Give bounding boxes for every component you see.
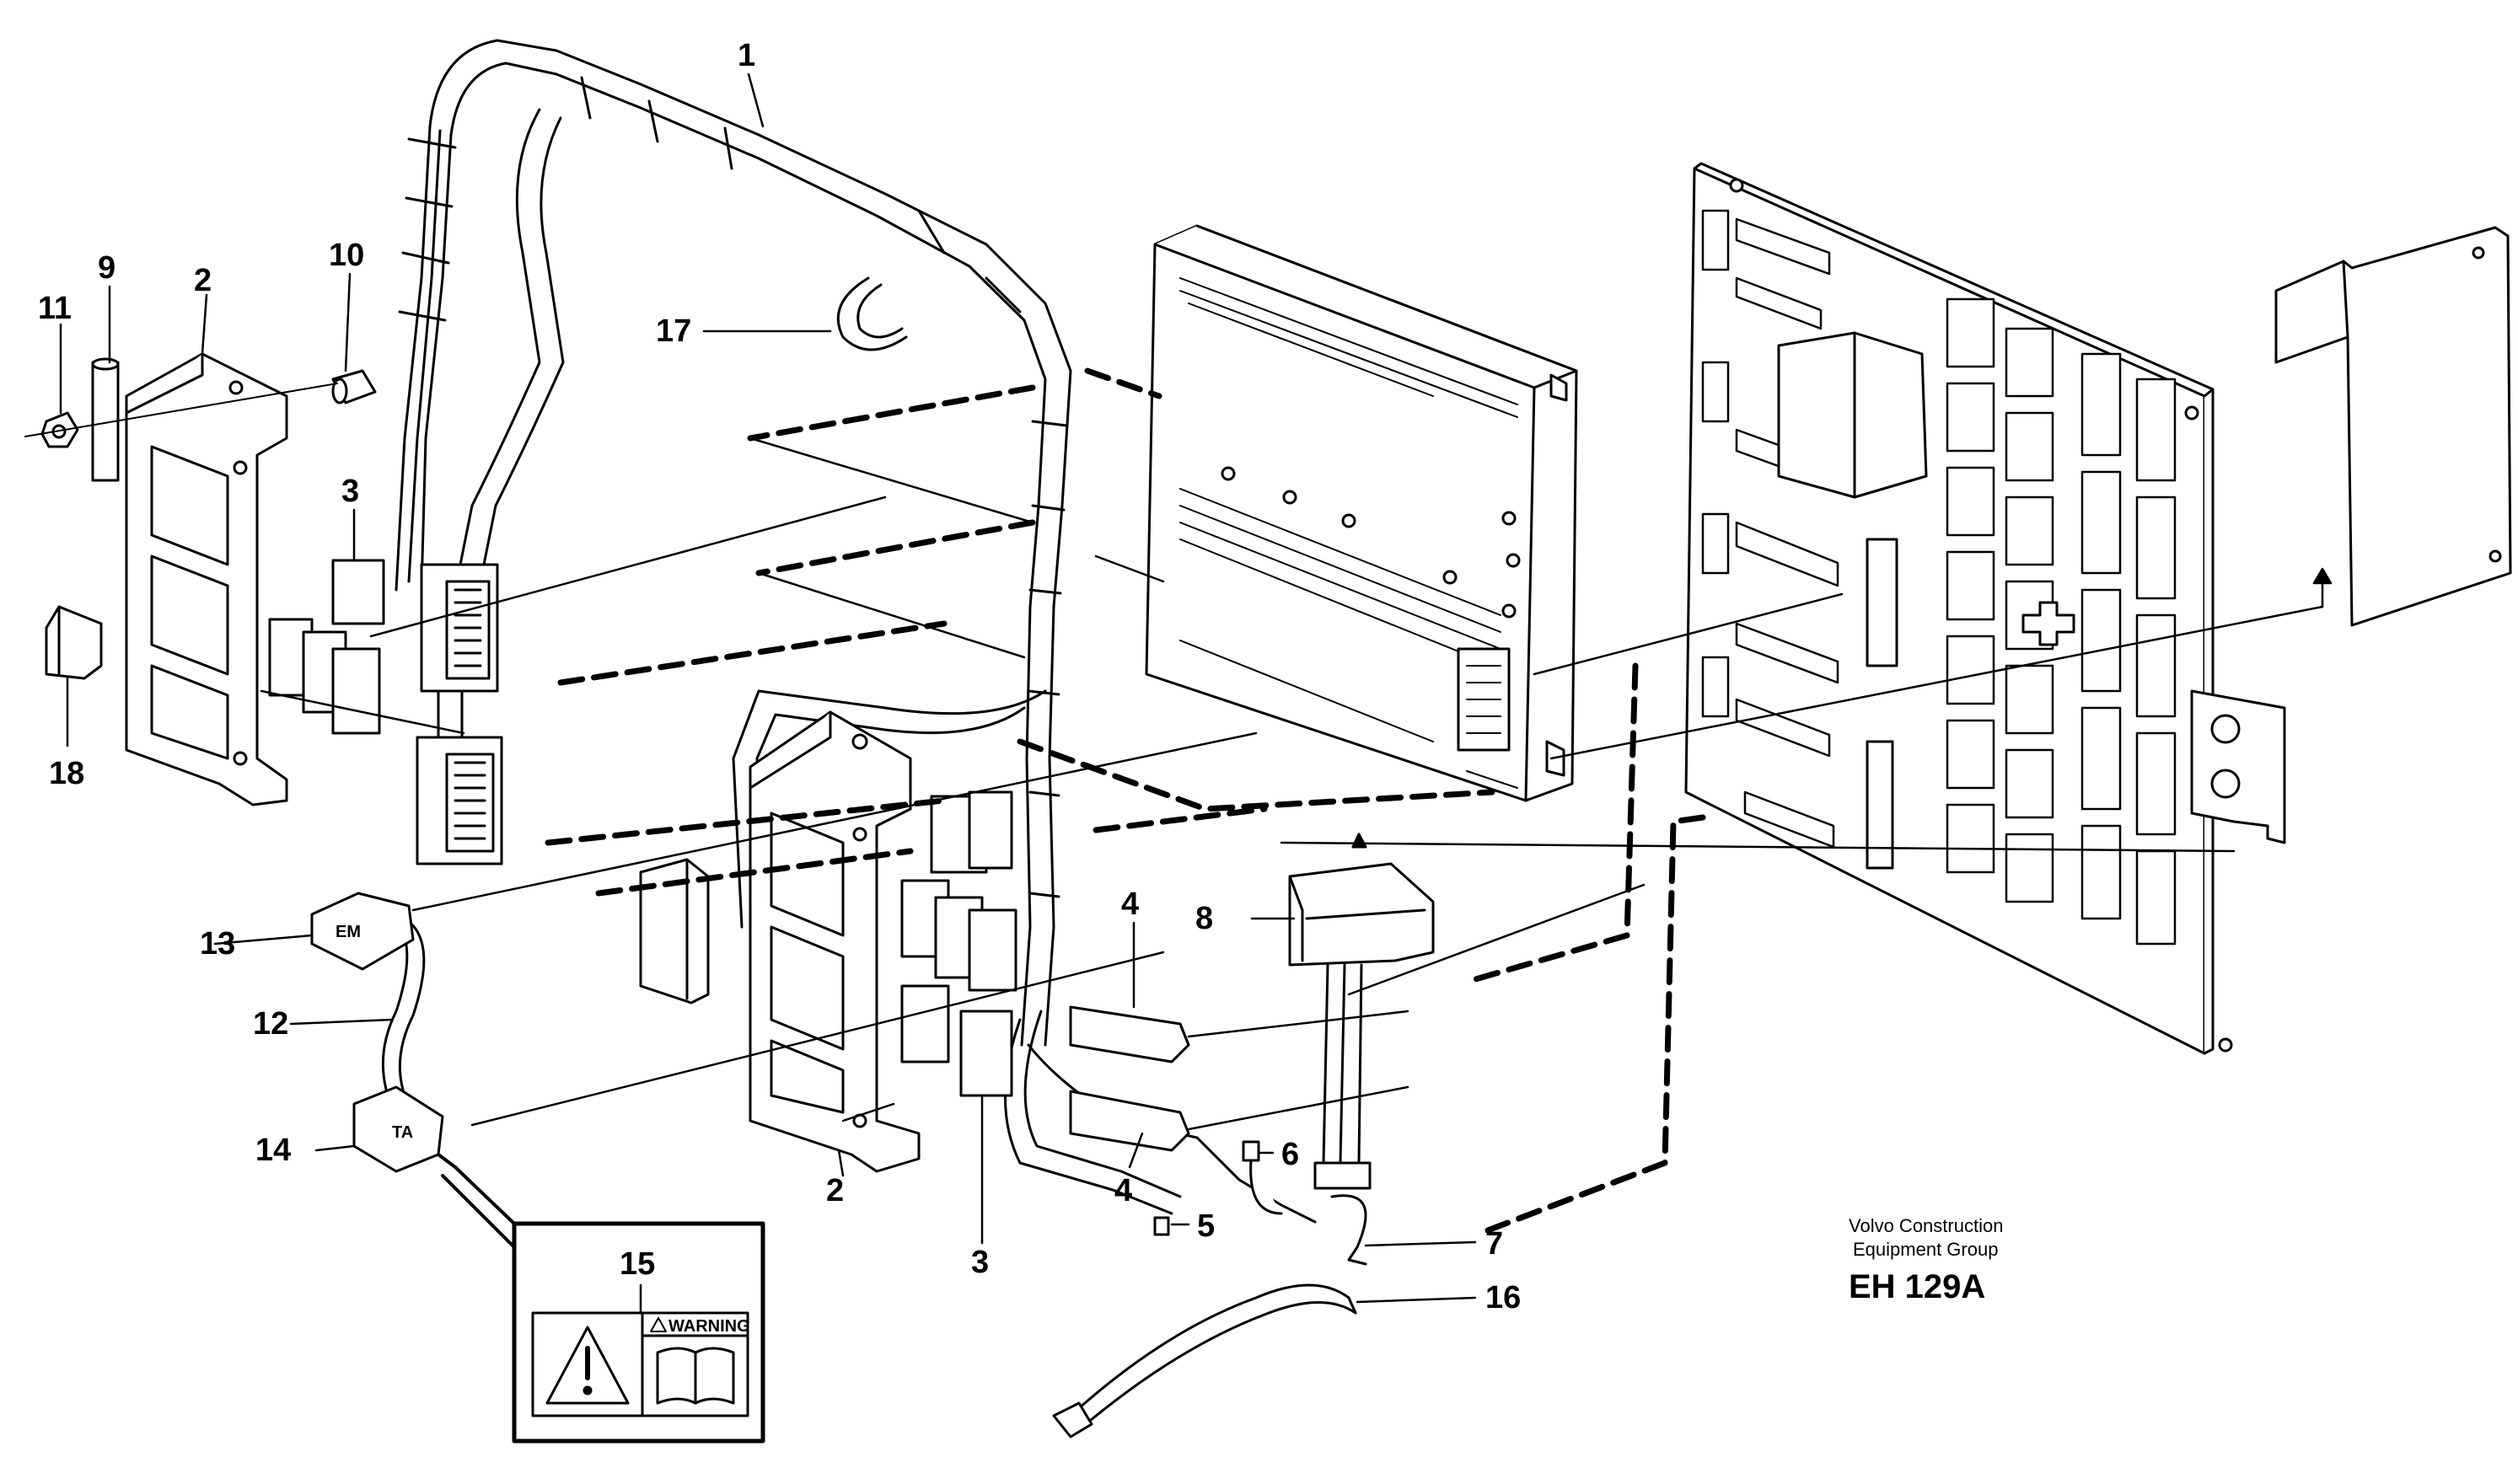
control-unit-box bbox=[1145, 224, 1578, 802]
relay-bracket-center bbox=[749, 710, 921, 1173]
callout-2-left: 2 bbox=[194, 263, 212, 298]
callout-2-center: 2 bbox=[826, 1173, 844, 1208]
callout-6: 6 bbox=[1281, 1137, 1299, 1172]
relay-bracket-left bbox=[125, 352, 288, 806]
harness-connector-center bbox=[639, 858, 710, 1005]
company-line-1: Volvo Construction bbox=[1849, 1215, 2003, 1236]
fuse-holder-6 bbox=[1242, 1140, 1283, 1215]
callout-15: 15 bbox=[620, 1246, 655, 1282]
spacer-10 bbox=[331, 369, 377, 404]
relay-group-left bbox=[268, 559, 385, 735]
wiring-harness bbox=[395, 39, 1317, 1224]
assembly-lines-dashed bbox=[545, 367, 1706, 1234]
callout-16: 16 bbox=[1485, 1280, 1521, 1315]
callout-4-upper: 4 bbox=[1121, 887, 1139, 922]
warning-triangle-icon bbox=[545, 1326, 630, 1405]
cap-18 bbox=[45, 605, 103, 680]
cable-4-upper bbox=[1069, 1005, 1190, 1063]
callout-11: 11 bbox=[38, 291, 72, 326]
warning-sticker: WARNING bbox=[531, 1311, 750, 1417]
callout-9: 9 bbox=[98, 250, 115, 286]
cover-plate bbox=[2274, 226, 2512, 627]
diagram-code: EH 129A bbox=[1849, 1268, 1985, 1305]
cable-4-lower bbox=[1069, 1090, 1190, 1152]
part-7-clip bbox=[1330, 1194, 1367, 1266]
connector-13-tag: EM bbox=[336, 923, 361, 941]
connector-8 bbox=[1288, 833, 1435, 1190]
callout-7: 7 bbox=[1485, 1226, 1503, 1262]
assembly-lines-thin bbox=[260, 437, 2333, 1131]
warning-decal-inset: WARNING bbox=[437, 1153, 765, 1444]
clip-17 bbox=[836, 276, 908, 351]
callout-5: 5 bbox=[1197, 1208, 1215, 1244]
callout-18: 18 bbox=[49, 756, 84, 791]
callout-13: 13 bbox=[200, 926, 235, 962]
warning-label: WARNING bbox=[668, 1317, 750, 1336]
callout-12: 12 bbox=[253, 1006, 288, 1042]
callout-8: 8 bbox=[1195, 901, 1213, 936]
cable-16 bbox=[1052, 1283, 1357, 1438]
callout-14: 14 bbox=[255, 1133, 291, 1168]
rod-9 bbox=[91, 357, 120, 482]
callout-10: 10 bbox=[329, 238, 364, 273]
diagram-footer: Volvo Construction Equipment Group EH 12… bbox=[1849, 1215, 2003, 1305]
manual-book-icon bbox=[656, 1347, 735, 1405]
connector-14: TA bbox=[352, 1085, 444, 1173]
callout-1: 1 bbox=[738, 38, 755, 73]
relay-group-center bbox=[900, 790, 1017, 1097]
fuse-5 bbox=[1153, 1216, 1170, 1236]
company-line-2: Equipment Group bbox=[1853, 1239, 1998, 1260]
callout-3-center: 3 bbox=[971, 1245, 989, 1280]
circuit-board bbox=[1684, 162, 2286, 1055]
callout-4-lower: 4 bbox=[1114, 1173, 1132, 1208]
callout-17: 17 bbox=[656, 313, 691, 349]
connector-14-tag: TA bbox=[392, 1123, 413, 1142]
connector-13: EM bbox=[310, 892, 415, 971]
harness-connector-block bbox=[416, 563, 503, 865]
callout-labels: 1 2 2 3 3 4 4 5 6 7 8 9 10 11 12 13 14 1… bbox=[38, 38, 1521, 1315]
warning-mini-triangle-icon bbox=[650, 1317, 667, 1332]
bolt-line bbox=[24, 383, 338, 437]
leader-lines bbox=[59, 72, 1477, 1315]
callout-3-left: 3 bbox=[341, 474, 359, 509]
nut-11 bbox=[40, 411, 79, 448]
